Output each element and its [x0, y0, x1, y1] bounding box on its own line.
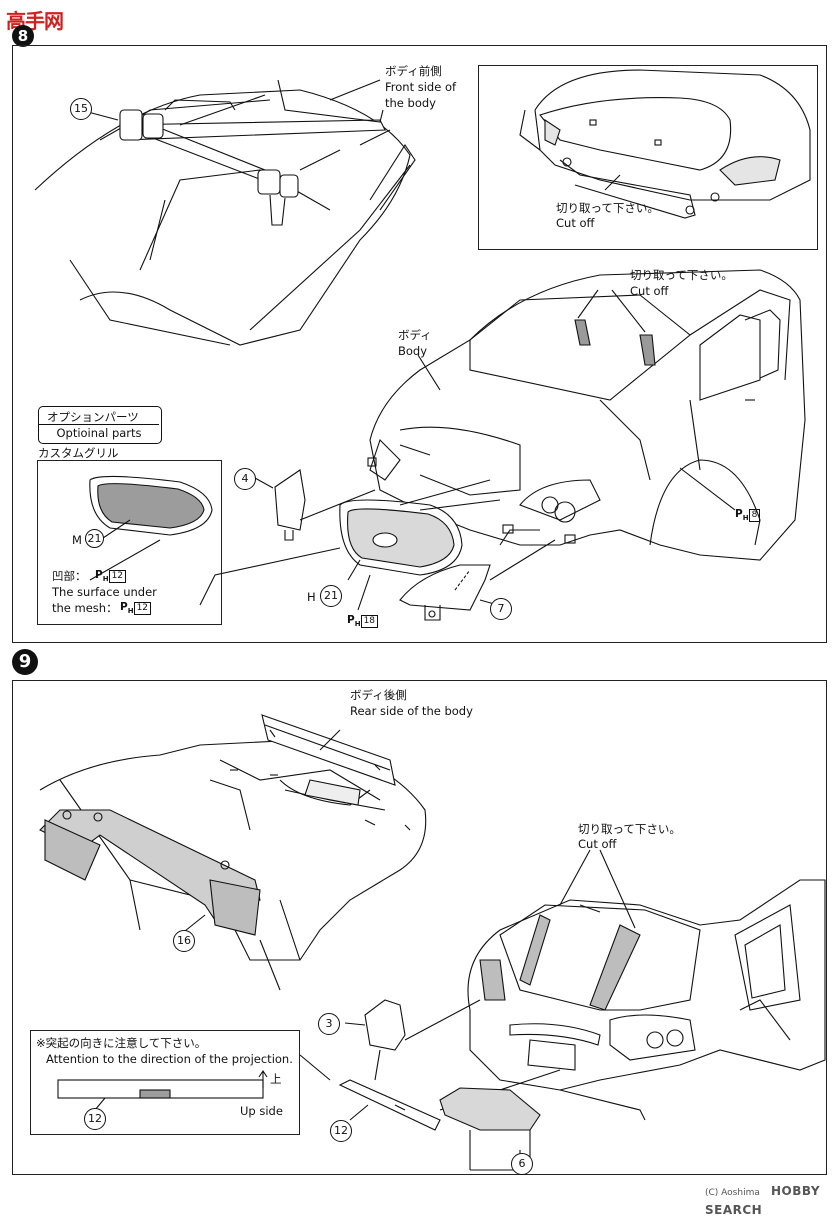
part-12-number: 12: [330, 1120, 352, 1142]
up-label-jp: 上: [270, 1072, 282, 1086]
part-12-note-number: 12: [84, 1108, 106, 1130]
front-side-jp: ボディ前側: [385, 64, 442, 78]
leader-3: [344, 1022, 366, 1026]
leader-4: [254, 477, 274, 489]
part-7-drawing: [399, 564, 491, 611]
car-body-front-drawing: [367, 269, 806, 561]
paint-8-number: 8: [748, 509, 761, 522]
option-parts-en: Optioinal parts: [39, 424, 159, 440]
leader-h21: [347, 559, 361, 581]
cut-off-en-inset: Cut off: [556, 216, 595, 230]
body-front-underside-drawing: [34, 79, 416, 346]
part-15-number: 15: [70, 98, 92, 120]
cut-off-jp-rear: 切り取って下さい。: [578, 822, 681, 836]
custom-grille-jp: カスタムグリル: [38, 446, 119, 460]
body-en: Body: [398, 344, 428, 358]
rear-side-en: Rear side of the body: [350, 704, 473, 718]
leader-cut-off-9a: [559, 849, 591, 906]
option-parts-box: [37, 460, 222, 625]
body-jp: ボディ: [398, 328, 432, 342]
leader-cut-off-1: [577, 289, 599, 319]
cut-off-en-body: Cut off: [630, 284, 669, 298]
leader-cut-off-2: [611, 289, 646, 333]
rear-side-jp: ボディ後側: [350, 688, 407, 702]
part-4-number: 4: [234, 468, 256, 490]
grille-part-letter: H: [307, 590, 316, 604]
leader-ph18: [357, 574, 371, 611]
leader-ph8: [679, 467, 736, 511]
step-number-9: 9: [12, 649, 38, 675]
footer-copyright: (C) Aoshima: [705, 1188, 760, 1198]
car-body-rear-drawing: [467, 879, 826, 1121]
mesh-part-letter: M: [72, 533, 82, 547]
part-6-number: 6: [511, 1153, 533, 1175]
part-3-drawing: [364, 999, 406, 1051]
surface-en-1: The surface under: [52, 585, 157, 599]
part-3-number: 3: [318, 1013, 340, 1035]
watermark-logo: 高手网 8: [2, 3, 72, 47]
step8-front-inset: [478, 65, 818, 250]
step-number-8: 8: [12, 25, 34, 47]
cut-off-jp-inset: 切り取って下さい。: [556, 201, 659, 215]
leader-15: [87, 111, 119, 121]
paint-18-number: 18: [360, 615, 379, 628]
footer-watermark: (C) Aoshima HOBBY SEARCH: [705, 1180, 838, 1217]
projection-mark: [139, 1089, 171, 1099]
leader-front-side: [329, 79, 381, 101]
projection-note-en: Attention to the direction of the projec…: [46, 1052, 293, 1066]
leader-cut-off-9b: [599, 849, 636, 929]
step9-panel: [12, 680, 827, 1175]
part-7-number: 7: [490, 598, 512, 620]
part-6-drawing: [439, 1087, 541, 1131]
option-parts-jp: オプションパーツ: [47, 410, 139, 424]
front-side-en-1: Front side of: [385, 80, 457, 94]
mesh-part-number: 21: [85, 529, 104, 548]
leader-12: [349, 1104, 369, 1121]
grille-h21-drawing: [339, 499, 463, 576]
front-bumper-inset-drawing: [519, 69, 811, 219]
leader-option: [199, 547, 341, 606]
cut-off-jp-body: 切り取って下さい。: [630, 268, 733, 282]
paint-concave-number: 12: [108, 570, 127, 583]
mesh-grille-m21-drawing: [89, 475, 213, 536]
front-side-en-2: the body: [385, 96, 436, 110]
leader-body: [417, 354, 441, 391]
projection-note-box: [30, 1030, 300, 1135]
paint-surface-number: 12: [133, 602, 152, 615]
grille-part-number: 21: [320, 585, 342, 607]
part-12-drawing: [338, 1079, 441, 1131]
leader-rear-side: [319, 729, 341, 751]
body-rear-underside-drawing: [39, 714, 427, 991]
surface-en-2: the mesh：: [52, 601, 118, 615]
up-label-en: Up side: [240, 1104, 283, 1118]
projection-note-jp: ※突起の向きに注意して下さい。: [36, 1036, 207, 1050]
part-4-drawing: [274, 469, 306, 531]
part-16-number: 16: [173, 930, 195, 952]
concave-jp: 凹部：: [52, 569, 87, 583]
cut-off-en-rear: Cut off: [578, 837, 617, 851]
step8-panel: [12, 45, 827, 643]
up-arrow: [258, 1070, 268, 1088]
leader-m21: [99, 519, 131, 541]
option-parts-tag: オプションパーツ Optioinal parts: [38, 406, 162, 444]
